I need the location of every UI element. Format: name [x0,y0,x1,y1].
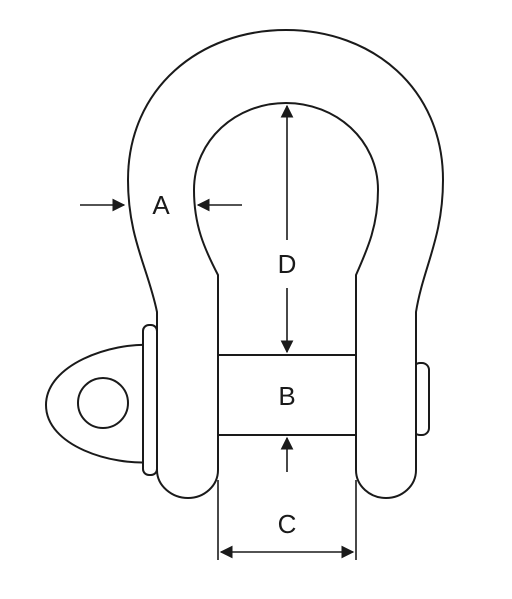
left-collar [142,324,158,476]
dimension-d: D [278,104,297,354]
pin-shank [214,354,358,436]
dimension-b: B [278,381,296,472]
dimension-a: A [80,190,242,220]
dimension-a-label: A [152,190,170,220]
dimension-b-label: B [278,381,295,411]
pin-eye [45,343,154,464]
dimension-c: C [217,480,357,560]
dimension-c-label: C [278,509,297,539]
dimension-d-label: D [278,249,297,279]
shackle-bow [127,29,444,499]
